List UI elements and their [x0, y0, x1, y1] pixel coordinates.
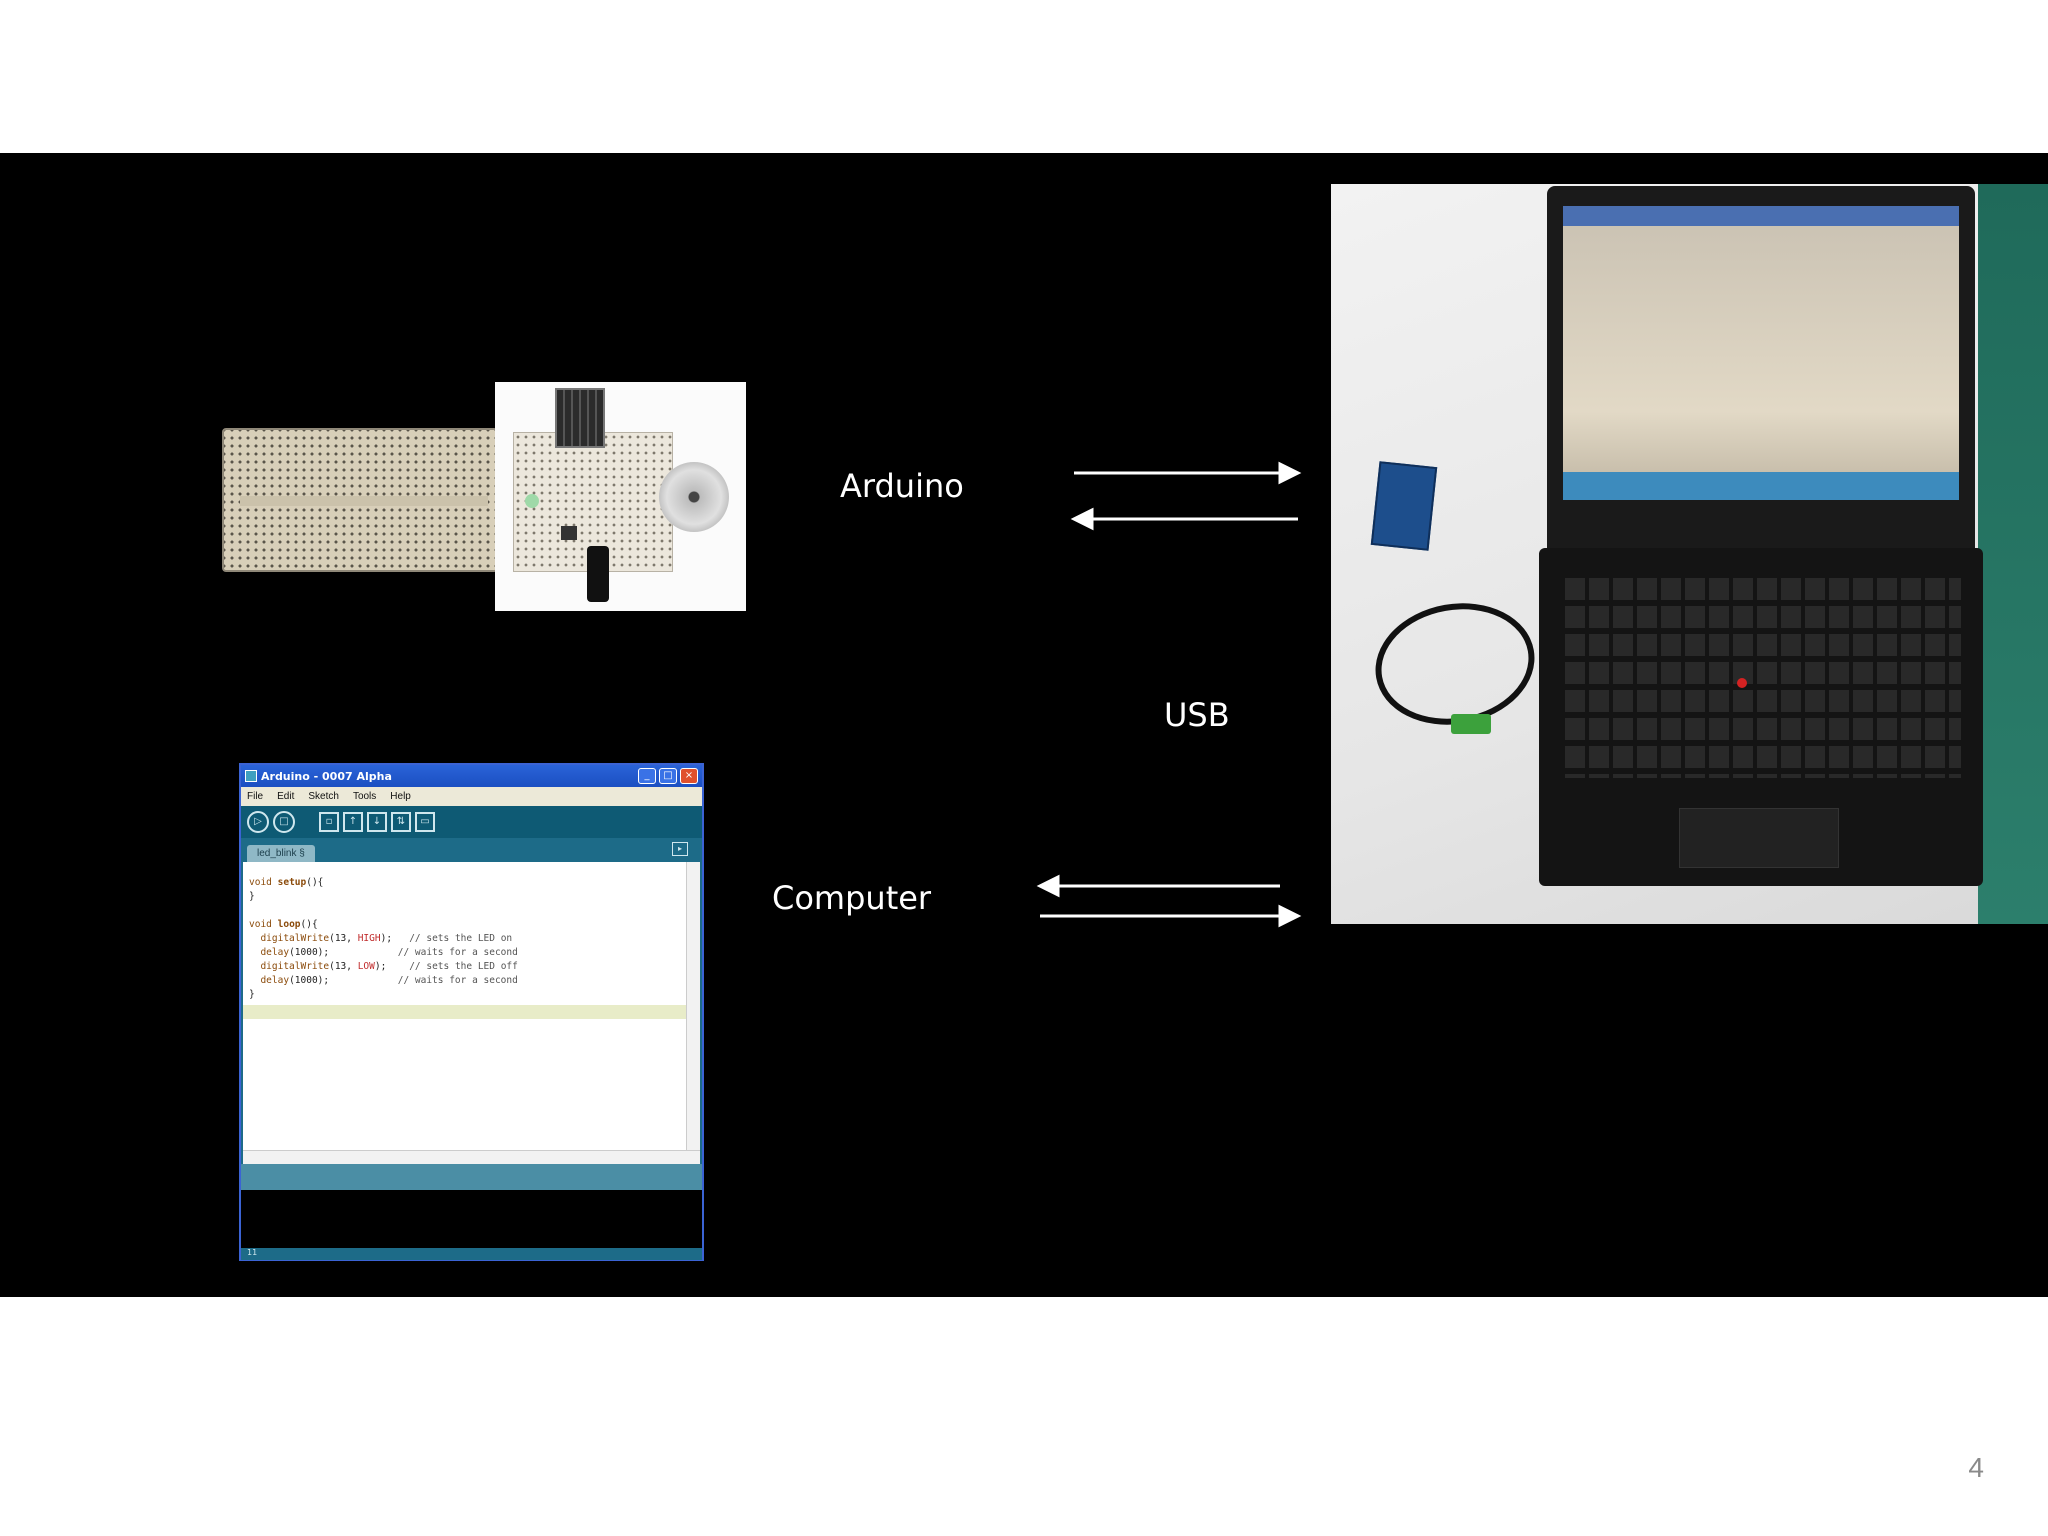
ide-menubar: File Edit Sketch Tools Help [241, 787, 702, 806]
arduino-ide-window: Arduino - 0007 Alpha _ □ × File Edit Ske… [239, 763, 704, 1261]
code-text: void setup(){ } void loop(){ digitalWrit… [249, 877, 518, 1000]
ide-toolbar: ▷ □ ▫ ↑ ↓ ⇅ ▭ [241, 806, 702, 838]
menu-file[interactable]: File [247, 791, 264, 802]
ide-titlebar: Arduino - 0007 Alpha _ □ × [241, 765, 702, 787]
menu-help[interactable]: Help [390, 791, 411, 802]
page-number: 4 [1968, 1452, 1984, 1483]
line-number: 11 [241, 1248, 702, 1260]
small-breadboard [513, 432, 673, 572]
stop-icon[interactable]: □ [273, 811, 295, 833]
ide-title: Arduino - 0007 Alpha [261, 769, 392, 783]
cutting-mat [1978, 184, 2048, 924]
menu-tools[interactable]: Tools [352, 791, 377, 802]
ide-tabbar: led_blink § ▸ [241, 838, 702, 862]
laptop-lid [1547, 186, 1975, 556]
open-icon[interactable]: ↑ [343, 812, 363, 832]
status-bar [241, 1164, 702, 1190]
breadboard-photo [222, 382, 746, 611]
trackpoint [1737, 678, 1747, 688]
console [241, 1190, 702, 1248]
minimize-icon[interactable]: _ [638, 768, 656, 784]
laptop-screen [1563, 206, 1959, 500]
circuit-photo [495, 382, 746, 611]
serial-monitor-icon[interactable]: ▭ [415, 812, 435, 832]
solar-cell [555, 388, 605, 448]
current-line-highlight [243, 1005, 686, 1019]
laptop-photo [1331, 184, 2048, 924]
export-icon[interactable]: ⇅ [391, 812, 411, 832]
menu-sketch[interactable]: Sketch [308, 791, 339, 802]
chip [561, 526, 577, 540]
tab-led-blink[interactable]: led_blink § [247, 845, 315, 862]
tab-menu-icon[interactable]: ▸ [672, 842, 688, 856]
label-usb: USB [1164, 696, 1230, 734]
capacitor [587, 546, 609, 602]
vertical-scrollbar[interactable] [686, 862, 700, 1150]
breadboard [222, 428, 498, 572]
arduino-board [1370, 461, 1438, 551]
led [525, 494, 539, 508]
laptop-keyboard [1539, 548, 1983, 886]
menu-edit[interactable]: Edit [277, 791, 295, 802]
new-icon[interactable]: ▫ [319, 812, 339, 832]
usb-plug [1451, 714, 1491, 734]
run-icon[interactable]: ▷ [247, 811, 269, 833]
label-computer: Computer [772, 879, 932, 917]
horizontal-scrollbar[interactable] [243, 1150, 700, 1164]
maximize-icon[interactable]: □ [659, 768, 677, 784]
label-arduino: Arduino [840, 467, 964, 505]
motor [659, 462, 729, 532]
save-icon[interactable]: ↓ [367, 812, 387, 832]
close-icon[interactable]: × [680, 768, 698, 784]
touchpad [1679, 808, 1839, 868]
app-icon [245, 770, 257, 782]
code-editor[interactable]: void setup(){ } void loop(){ digitalWrit… [243, 862, 700, 1150]
